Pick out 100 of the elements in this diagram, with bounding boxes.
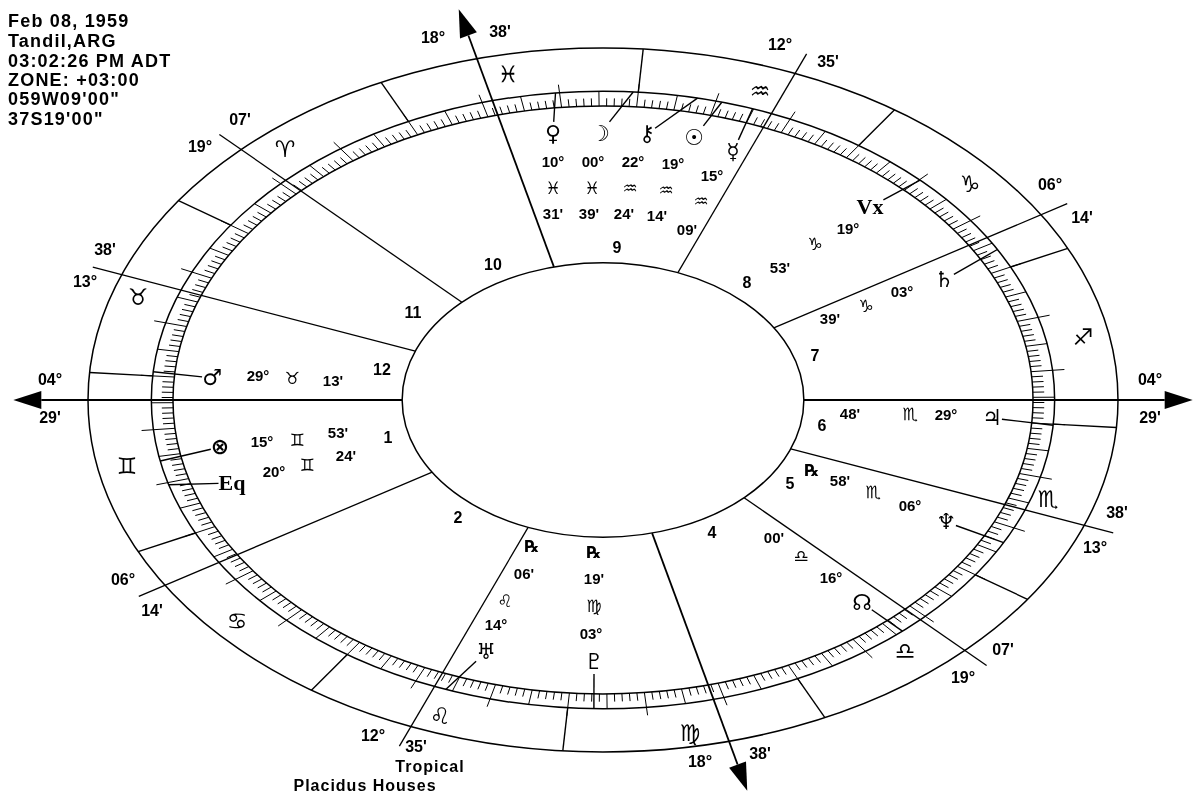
- position-value: 53': [769, 259, 791, 277]
- position-value: 03°: [579, 625, 603, 643]
- planet-symbol: ♆: [936, 509, 956, 535]
- position-value: 15°: [700, 167, 724, 185]
- leader-line: [445, 660, 477, 691]
- position-value: 58': [829, 472, 851, 490]
- zodiac-sign-symbol: ♏: [865, 482, 881, 502]
- cusp-degree-label: 07': [992, 641, 1014, 659]
- cusp-degree-label: 19°: [950, 669, 976, 687]
- chart-info-text: 03:02:26 PM ADT: [8, 52, 172, 72]
- cusp-degree-label: 04°: [1137, 371, 1163, 389]
- planet-symbol: ♅: [476, 639, 496, 665]
- cusp-degree-label: 14': [1071, 209, 1093, 227]
- position-value: 24': [613, 205, 635, 223]
- cusp-degree-label: 29': [39, 409, 61, 427]
- position-value: 14': [646, 207, 668, 225]
- zodiac-sign-symbol: ♒: [693, 191, 709, 211]
- position-value: 13': [322, 372, 344, 390]
- chart-info-text: 37S19'00": [8, 110, 104, 130]
- leader-line: [608, 91, 634, 123]
- leader-line: [882, 179, 921, 201]
- planet-symbol: ⊗: [210, 434, 230, 460]
- leader-line: [553, 92, 557, 123]
- zodiac-sign-symbol: ♒: [622, 178, 638, 198]
- cusp-degree-label: 38': [94, 241, 116, 259]
- cusp-degree-label: 38': [1106, 504, 1128, 522]
- position-value: 14°: [484, 616, 508, 634]
- planet-symbol: ♇: [584, 649, 604, 675]
- zodiac-sign-symbol: ♑: [807, 234, 823, 254]
- chart-info-text: Feb 08, 1959: [8, 12, 130, 32]
- zodiac-sign-symbol: ♏: [902, 404, 918, 424]
- leader-line: [702, 101, 723, 127]
- cusp-degree-label: 19°: [187, 138, 213, 156]
- zodiac-sign-symbol: ♓: [545, 178, 561, 198]
- zodiac-sign-symbol: ♒: [749, 79, 771, 105]
- house-number: 12: [373, 361, 391, 379]
- house-number: 9: [612, 239, 622, 257]
- planet-symbol: ☿: [726, 139, 740, 165]
- zodiac-sign-symbol: ♎: [894, 639, 916, 665]
- planet-symbol: ♃: [982, 405, 1002, 431]
- zodiac-sign-symbol: ♑: [858, 296, 874, 316]
- cusp-degree-label: 13°: [72, 273, 98, 291]
- planet-symbol: ♂: [202, 365, 222, 391]
- leader-line: [871, 609, 904, 632]
- position-value: 29°: [934, 406, 958, 424]
- chart-info-text: ZONE: +03:00: [8, 71, 140, 91]
- leader-line: [159, 448, 212, 462]
- cusp-degree-label: 14': [141, 602, 163, 620]
- zodiac-sign-symbol: ♓: [497, 62, 519, 88]
- leader-line: [654, 97, 699, 129]
- position-value: 24': [335, 447, 357, 465]
- cusp-degree-label: 07': [229, 111, 251, 129]
- position-value: 06°: [898, 497, 922, 515]
- position-value: 48': [839, 405, 861, 423]
- zodiac-sign-symbol: ♍: [679, 721, 701, 747]
- zodiac-sign-symbol: ♎: [793, 546, 809, 566]
- zodiac-sign-symbol: ♏: [1037, 487, 1059, 513]
- retrograde-mark: ℞: [804, 462, 820, 480]
- house-number: 11: [404, 304, 422, 322]
- position-value: 39': [578, 205, 600, 223]
- zodiac-sign-symbol: ♍: [586, 596, 602, 616]
- planet-symbol: ⚷: [638, 121, 656, 147]
- house-number: 10: [484, 256, 502, 274]
- leader-line: [737, 108, 754, 141]
- cusp-degree-label: 35': [405, 738, 427, 756]
- position-value: 22°: [621, 153, 645, 171]
- zodiac-sign-symbol: ♉: [127, 285, 149, 311]
- cusp-degree-label: 06°: [1037, 176, 1063, 194]
- house-number: 4: [707, 524, 717, 542]
- position-value: 00°: [581, 153, 605, 171]
- position-value: 19': [583, 570, 605, 588]
- house-number: 1: [383, 429, 393, 447]
- chart-system-note: Tropical: [395, 758, 465, 776]
- position-value: 39': [819, 310, 841, 328]
- zodiac-sign-symbol: ♈: [274, 137, 296, 163]
- cusp-degree-label: 06°: [110, 571, 136, 589]
- position-value: 15°: [250, 433, 274, 451]
- zodiac-sign-symbol: ♌: [429, 704, 451, 730]
- zodiac-sign-symbol: ♑: [959, 172, 981, 198]
- zodiac-sign-symbol: ♒: [658, 180, 674, 200]
- retrograde-mark: ℞: [524, 538, 540, 556]
- position-value: 10°: [541, 153, 565, 171]
- position-value: 19°: [661, 155, 685, 173]
- zodiac-sign-symbol: ♊: [299, 455, 315, 475]
- zodiac-sign-symbol: ♊: [116, 454, 138, 480]
- leader-line: [168, 482, 220, 486]
- position-value: 19°: [836, 220, 860, 238]
- planet-symbol: ☉: [684, 125, 704, 151]
- leader-line: [593, 673, 595, 710]
- cusp-degree-label: 38': [489, 23, 511, 41]
- house-number: 7: [810, 347, 820, 365]
- cusp-degree-label: 35': [817, 53, 839, 71]
- cusp-degree-label: 12°: [767, 36, 793, 54]
- chart-system-note: Placidus Houses: [293, 777, 437, 795]
- planet-symbol: ☽: [590, 121, 610, 147]
- cusp-degree-label: 04°: [37, 371, 63, 389]
- chart-point-label: Eq: [218, 470, 246, 496]
- zodiac-sign-symbol: ♐: [1072, 325, 1094, 351]
- zodiac-sign-symbol: ♊: [289, 430, 305, 450]
- position-value: 09': [676, 221, 698, 239]
